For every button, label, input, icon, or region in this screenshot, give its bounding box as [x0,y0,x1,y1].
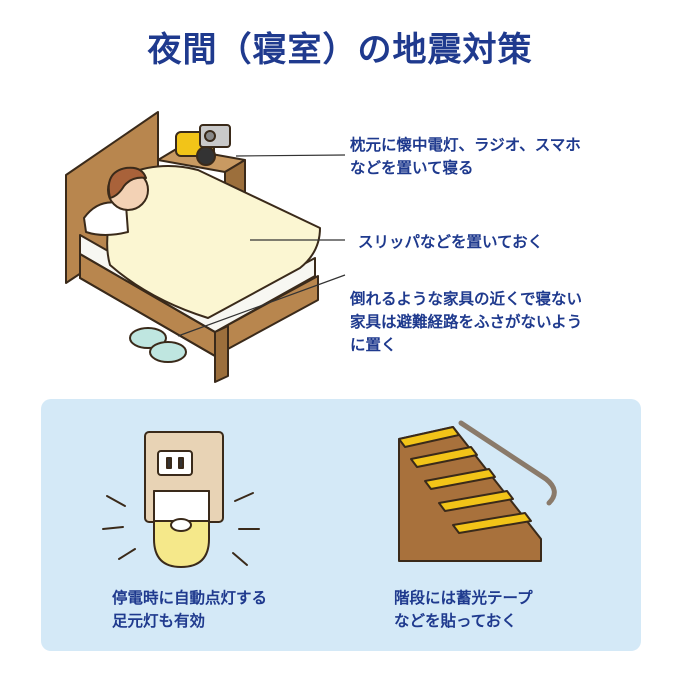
leader-line [235,154,346,157]
blanket-icon [106,165,321,319]
panel-illustrations [102,420,557,568]
glow-lines-icon [102,492,260,566]
note-furniture: 倒れるような家具の近くで寝ない 家具は避難経路をふさがないよう に置く [350,290,583,354]
tips-panel: 停電時に自動点灯する 足元灯も有効 階段には蓄光テープ などを貼っておく [41,399,641,651]
handrail-icon [458,420,557,506]
staircase-icon [398,420,557,562]
leader-line [177,274,346,337]
page-title: 夜間（寝室）の地震対策 [147,30,533,70]
note-slippers: スリッパなどを置いておく [358,233,544,251]
pillow-icon [83,201,129,236]
caption-night-light: 停電時に自動点灯する 足元灯も有効 [112,589,268,630]
slipper-icon [149,341,187,363]
bedroom-illustration [65,111,346,383]
caption-stairs: 階段には蓄光テープ などを貼っておく [394,589,533,630]
note-bedside: 枕元に懐中電灯、ラジオ、スマホ などを置いて寝る [350,136,581,177]
